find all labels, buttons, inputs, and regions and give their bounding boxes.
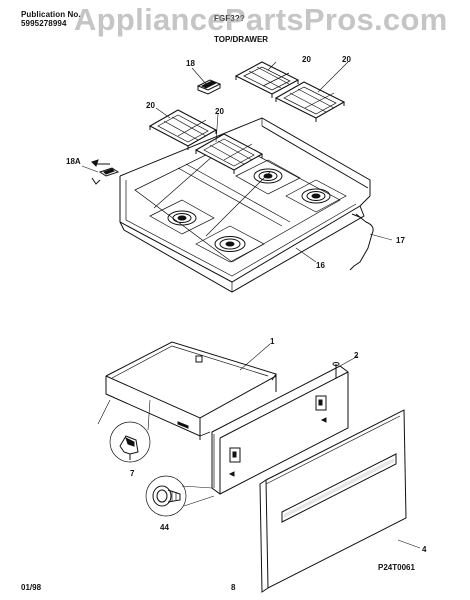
part-7-drawer-glide[interactable]	[109, 421, 151, 463]
burner-base-front-left	[149, 199, 215, 235]
model-number-partial: FGF3??	[214, 14, 245, 23]
cooktop-main-top[interactable]	[119, 117, 371, 293]
watermark-text: AppliancePartsPros.com	[74, 2, 448, 37]
publication-number: 5995278994	[21, 19, 67, 28]
callout-7: 7	[130, 469, 135, 478]
callout-44: 44	[160, 523, 169, 532]
callout-20-rear-right: 20	[342, 55, 351, 64]
grate-front-right[interactable]	[194, 133, 264, 174]
revision-date: 01/98	[21, 583, 42, 592]
part-17-wire[interactable]	[349, 213, 374, 271]
callout-2: 2	[354, 351, 359, 360]
publication-label: Publication No.	[21, 10, 81, 19]
callout-18: 18	[186, 59, 195, 68]
drawer-front-panel[interactable]	[259, 409, 407, 593]
callout-20-rear-left: 20	[302, 55, 311, 64]
page-number: 8	[231, 583, 236, 592]
drawer-back-panel[interactable]	[211, 362, 349, 495]
diagram-code: P24T0061	[378, 563, 415, 572]
leader-lines	[81, 61, 421, 549]
burner-base-rear-right	[285, 179, 347, 213]
part-44-leveling-leg[interactable]	[145, 475, 187, 517]
section-title: TOP/DRAWER	[214, 35, 269, 44]
burner-base-front-right	[195, 225, 265, 263]
callout-20-front-right: 20	[215, 107, 224, 116]
callout-1: 1	[270, 337, 275, 346]
burner-base-rear-left	[235, 159, 301, 195]
grate-rear-top-right[interactable]	[274, 81, 346, 122]
drawer-liner[interactable]	[105, 341, 277, 440]
callout-18a: 18A	[66, 157, 81, 166]
watermark: AppliancePartsPros.com	[74, 2, 448, 38]
part-18a-ignitor[interactable]	[91, 159, 120, 185]
callout-20-front-left: 20	[146, 101, 155, 110]
callout-16: 16	[316, 261, 325, 270]
part-18-bracket[interactable]	[196, 79, 222, 95]
callout-4: 4	[422, 545, 427, 554]
grate-front-left[interactable]	[148, 109, 218, 150]
grate-rear-top-left[interactable]	[234, 61, 300, 98]
callout-17: 17	[396, 236, 405, 245]
